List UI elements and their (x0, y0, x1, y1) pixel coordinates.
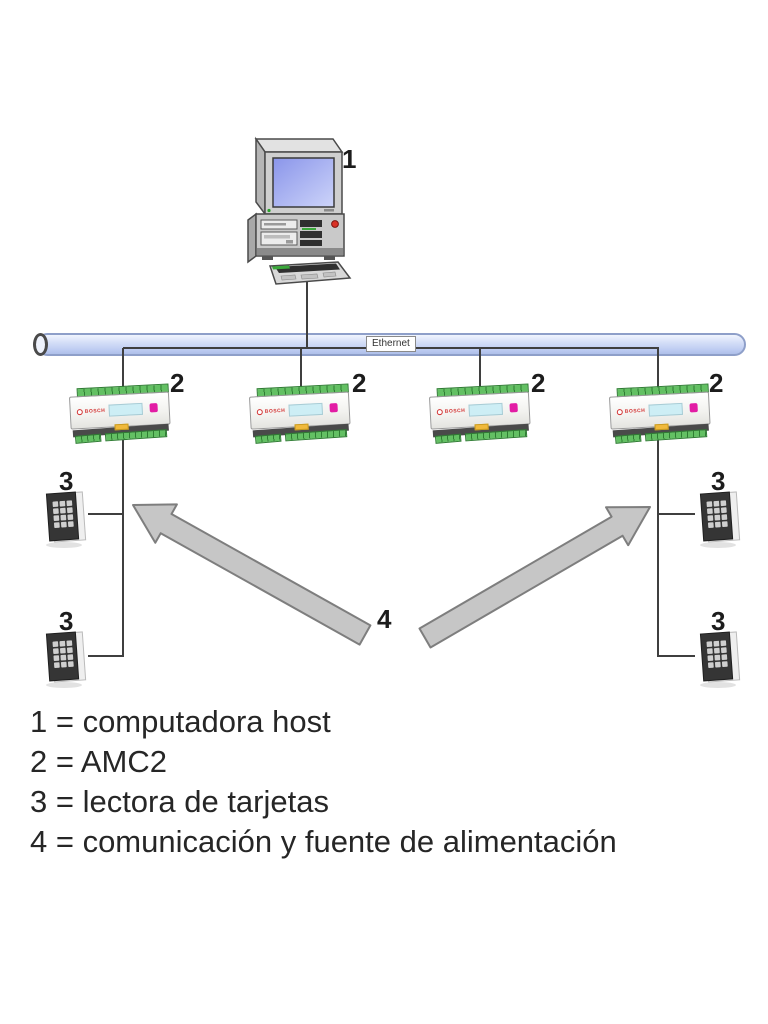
callout-2-amc: 2 (531, 368, 546, 398)
legend-item-reader: 3 = lectora de tarjetas (30, 784, 329, 819)
connector-line-drop-1 (122, 348, 124, 389)
terminal-strip-icon (254, 433, 282, 444)
connector-line-left-column (122, 440, 124, 657)
ethernet-bus-endcap (33, 333, 48, 356)
connector-line-reader-r1 (657, 513, 695, 515)
callout-2-amc: 2 (170, 368, 185, 398)
connector-line-reader-r2 (657, 655, 695, 657)
lcd-display-icon (468, 402, 504, 417)
amc2-controller-3: BOSCH (428, 383, 534, 446)
callout-3-reader: 3 (59, 606, 74, 636)
keyboard-icon (268, 261, 352, 285)
connector-line-reader-l1 (88, 513, 124, 515)
card-reader-icon (45, 491, 87, 548)
bosch-brand-text: BOSCH (624, 407, 646, 415)
arrow-right-icon (418, 506, 651, 649)
legend-item-amc2: 2 = AMC2 (30, 744, 167, 779)
din-clip-icon (294, 423, 309, 431)
bosch-brand-text: BOSCH (84, 407, 106, 415)
connector-line-right-column (657, 440, 659, 657)
terminal-strip-icon (434, 433, 462, 444)
amc2-controller-4: BOSCH (608, 383, 714, 446)
callout-4-comm: 4 (377, 604, 392, 634)
card-reader-icon (699, 631, 741, 688)
din-clip-icon (654, 423, 669, 431)
status-led-icon (149, 403, 158, 413)
callout-1-host: 1 (342, 144, 357, 174)
callout-3-reader: 3 (711, 466, 726, 496)
bosch-logo-icon (256, 408, 263, 416)
card-reader-icon (45, 631, 87, 688)
lcd-display-icon (288, 402, 324, 417)
din-clip-icon (474, 423, 489, 431)
bosch-brand-text: BOSCH (444, 407, 466, 415)
host-computer-icon (247, 136, 352, 285)
legend-item-host: 1 = computadora host (30, 704, 331, 739)
amc2-controller-2: BOSCH (248, 383, 354, 446)
status-led-icon (689, 403, 698, 413)
legend-item-comm: 4 = comunicación y fuente de alimentació… (30, 824, 617, 859)
callout-2-amc: 2 (709, 368, 724, 398)
bosch-logo-icon (76, 408, 83, 416)
connector-line-drop-2 (300, 348, 302, 389)
din-clip-icon (114, 423, 129, 431)
callout-2-amc: 2 (352, 368, 367, 398)
lcd-display-icon (648, 402, 684, 417)
status-led-icon (329, 403, 338, 413)
bosch-logo-icon (616, 408, 623, 416)
legend: 1 = computadora host 2 = AMC2 3 = lector… (30, 702, 617, 862)
arrow-left-icon (132, 503, 372, 646)
callout-3-reader: 3 (59, 466, 74, 496)
card-reader-icon (699, 491, 741, 548)
amc2-controller-1: BOSCH (68, 383, 174, 446)
terminal-strip-icon (74, 433, 102, 444)
connector-line-drop-3 (479, 348, 481, 389)
connector-line-host (306, 282, 308, 348)
bosch-logo-icon (436, 408, 443, 416)
ethernet-label: Ethernet (366, 336, 416, 352)
bosch-brand-text: BOSCH (264, 407, 286, 415)
monitor-icon (254, 136, 344, 217)
comm-arrows (132, 503, 651, 649)
terminal-strip-icon (614, 433, 642, 444)
status-led-icon (509, 403, 518, 413)
lcd-display-icon (108, 402, 144, 417)
connector-line-drop-4 (657, 348, 659, 389)
computer-case (247, 212, 345, 264)
callout-3-reader: 3 (711, 606, 726, 636)
connector-line-reader-l2 (88, 655, 124, 657)
